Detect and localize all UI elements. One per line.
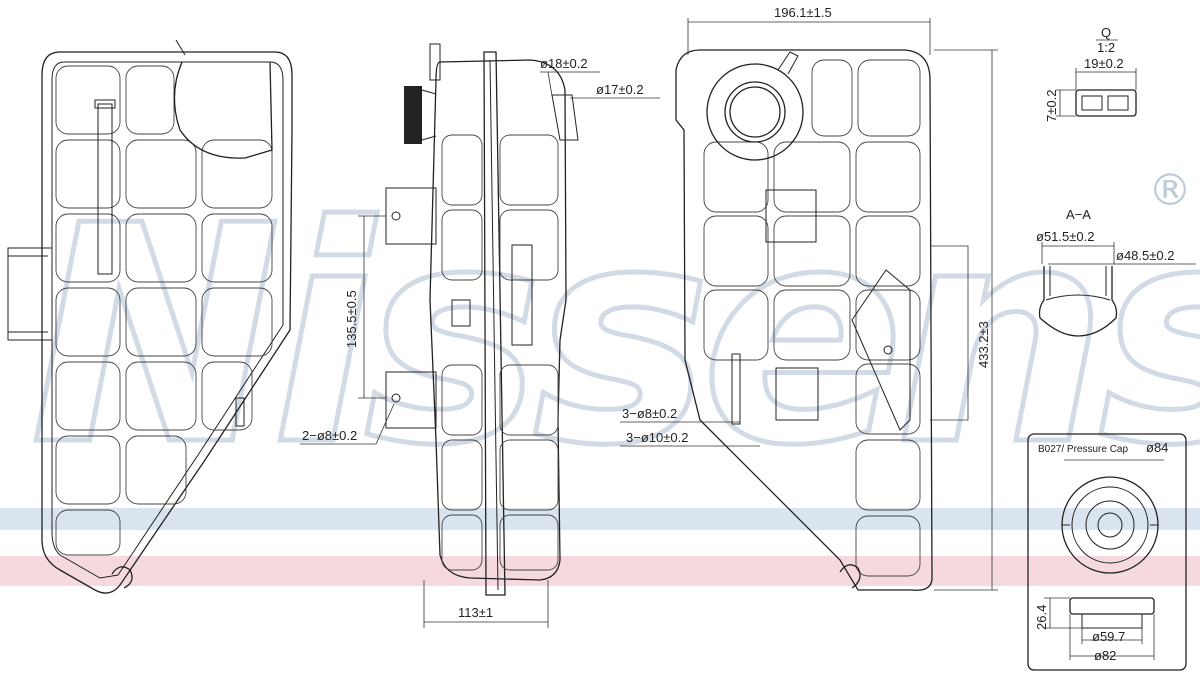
middle-view-tank: 113±1 135.5±0.5 2−ø8±0.2 ø18±0.2 ø17±0.2: [300, 43, 660, 628]
hole-label-1: 3−ø8±0.2: [622, 406, 677, 421]
cap-title: B027/ Pressure Cap: [1038, 444, 1128, 455]
watermark-band-pink: [0, 556, 1200, 586]
left-view-tank: [7, 39, 293, 594]
spacing-label: 135.5±0.5: [344, 290, 359, 348]
outlet-1-label: ø18±0.2: [540, 56, 588, 71]
cap-height: 26.4: [1034, 605, 1049, 630]
scale-label-bottom: 1:2: [1097, 40, 1115, 55]
outlet-2-label: ø17±0.2: [596, 82, 644, 97]
section-aa: A−A ø51.5±0.2 ø48.5±0.2: [1036, 207, 1196, 337]
registered-mark: ®: [1148, 165, 1192, 216]
cap-frame: [1027, 433, 1187, 671]
hose-label: 2−ø8±0.2: [302, 428, 357, 443]
watermark-band-blue: [0, 508, 1200, 530]
right-view-tank: 196.1±1.5 433.2±3 3−ø8±0.2 3−ø10±0.2: [620, 5, 998, 591]
right-height-label: 433.2±3: [976, 321, 991, 368]
cap-top-dia: ø84: [1146, 440, 1168, 455]
middle-width-label: 113±1: [458, 605, 493, 620]
cap-mid-dia: ø59.7: [1092, 629, 1125, 644]
cap-bottom-dia: ø82: [1094, 648, 1116, 663]
right-width-label: 196.1±1.5: [774, 5, 832, 20]
watermark-brand: Nissens: [30, 162, 1200, 511]
scale-label-top: Q: [1101, 25, 1111, 40]
section-inner-dia: ø51.5±0.2: [1036, 229, 1094, 244]
connector-detail: Q 1:2 19±0.2 7±0.2: [1044, 25, 1137, 122]
connector-width-label: 19±0.2: [1084, 56, 1124, 71]
connector-height-label: 7±0.2: [1044, 90, 1059, 122]
pressure-cap-box: B027/ Pressure Cap ø84 26.4 ø59.7 ø82: [1027, 433, 1187, 671]
section-outer-dia: ø48.5±0.2: [1116, 248, 1174, 263]
hole-label-2: 3−ø10±0.2: [626, 430, 688, 445]
section-title: A−A: [1066, 207, 1091, 222]
